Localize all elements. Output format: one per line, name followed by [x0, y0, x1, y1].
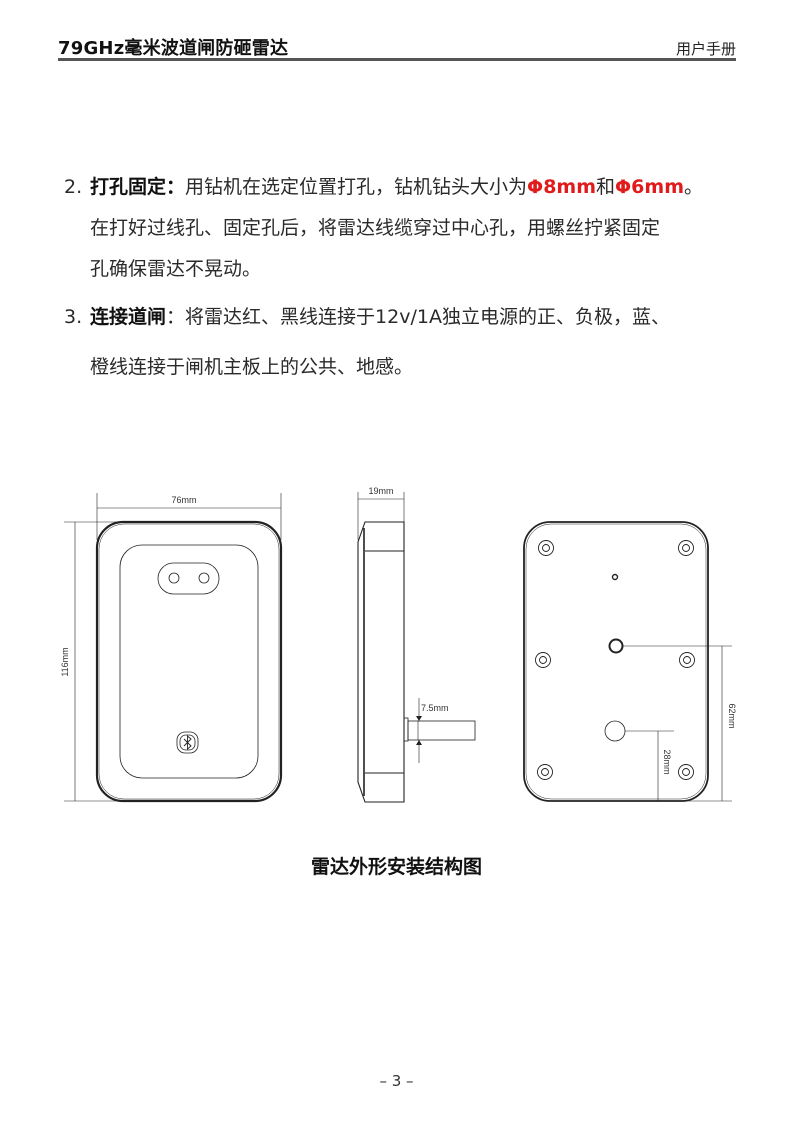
heading-separator: ： [166, 176, 186, 198]
depth-dimension-label: 19mm [368, 486, 393, 496]
back-view: 62mm 28mm [523, 521, 737, 802]
step-2: 2. 打孔固定：用钻机在选定位置打孔，钻机钻头大小为Φ8mm和Φ6mm。 在打好过… [64, 167, 703, 290]
step-text-line2: 在打好过线孔、固定孔后，将雷达线缆穿过中心孔，用螺丝拧紧固定 [90, 217, 661, 239]
mounting-screw-holes [535, 540, 695, 780]
step-3: 3. 连接道闸：将雷达红、黑线连接于12v/1A独立电源的正、负极，蓝、 橙线连接… [64, 295, 670, 389]
page-header: 79GHz毫米波道闸防砸雷达 用户手册 [58, 30, 736, 60]
step-number: 3. [64, 306, 83, 328]
step-heading: 连接道闸 [90, 306, 167, 328]
upper-hole-dimension-label: 62mm [727, 703, 737, 728]
heading-separator: ： [166, 306, 186, 328]
step-number: 2. [64, 176, 83, 198]
document-title: 79GHz毫米波道闸防砸雷达 [58, 38, 289, 59]
figure-caption: 雷达外形安装结构图 [310, 856, 482, 878]
sentence-end: 。 [684, 176, 704, 198]
document-type-label: 用户手册 [675, 40, 736, 58]
page-number: – 3 – [379, 1072, 414, 1090]
lower-hole-dimension-label: 28mm [662, 749, 672, 774]
step-heading: 打孔固定 [90, 176, 167, 198]
header-divider [58, 58, 736, 61]
side-view: 19mm 7.5mm [357, 486, 476, 803]
cable-dimension-label: 7.5mm [421, 703, 449, 713]
connector-text: 和 [596, 176, 616, 198]
installation-diagram: 76mm 116mm 1 [0, 470, 793, 830]
width-dimension-label: 76mm [171, 495, 196, 505]
step-text: 将雷达红、黑线连接于12v/1A独立电源的正、负极，蓝、 [185, 306, 670, 328]
step-text-line2: 橙线连接于闸机主板上的公共、地感。 [90, 356, 414, 378]
step-text: 用钻机在选定位置打孔，钻机钻头大小为 [185, 176, 528, 198]
step-text-line3: 孔确保雷达不晃动。 [90, 258, 262, 280]
bluetooth-icon [176, 731, 199, 754]
front-view: 76mm 116mm [60, 493, 283, 803]
drill-size-6mm: Φ6mm [615, 176, 684, 198]
height-dimension-label: 116mm [60, 647, 70, 676]
drill-size-8mm: Φ8mm [527, 176, 597, 198]
